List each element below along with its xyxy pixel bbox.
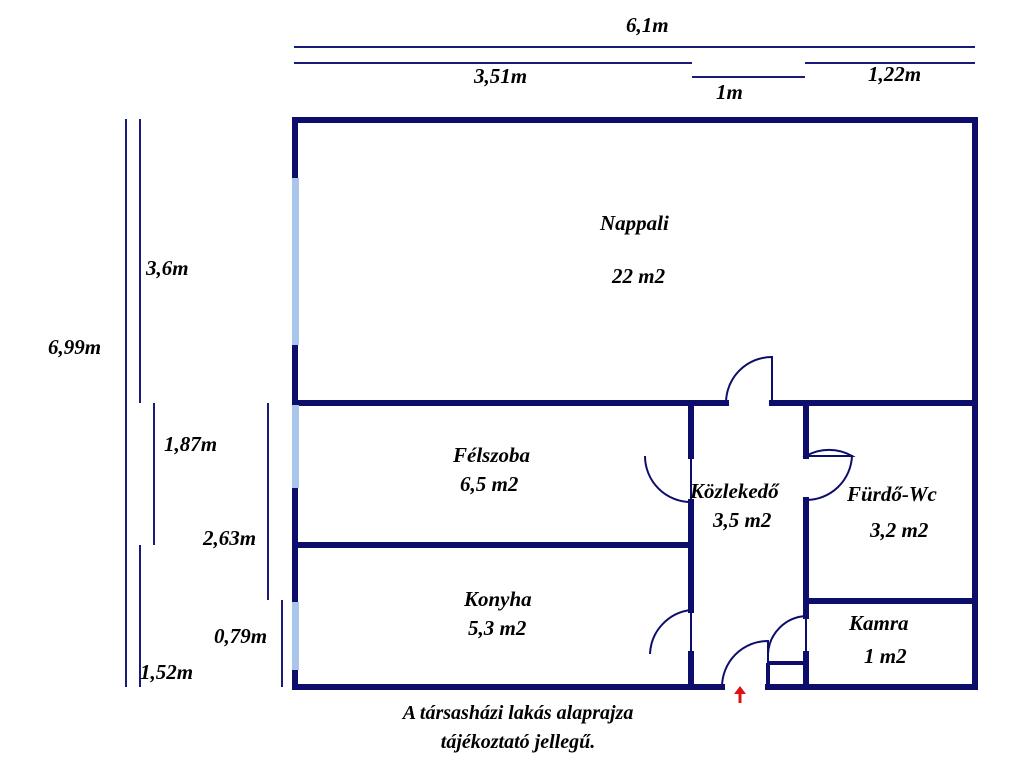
dim-label-left-total: 6,99m <box>48 335 102 359</box>
door-entrance <box>721 639 769 688</box>
kamra-partition <box>766 661 806 687</box>
dim-label-top-left: 3,51m <box>474 64 528 88</box>
dim-label-left-window: 0,79m <box>214 624 268 648</box>
dim-label-left-konyha: 1,52m <box>140 660 194 684</box>
dim-label-top-total: 6,1m <box>626 13 669 37</box>
door-kamra <box>767 614 807 655</box>
room-kozlekedo-area: 3,5 m2 <box>713 508 772 532</box>
dim-label-top-middle: 1m <box>716 80 743 104</box>
top-dimension-lines <box>294 46 975 78</box>
caption-line-1: A társasházi lakás alaprajza <box>402 702 634 724</box>
dim-label-top-right: 1,22m <box>868 62 922 86</box>
walls <box>292 117 978 690</box>
left-dimension-lines <box>125 119 283 687</box>
dim-label-left-felszoba: 1,87m <box>164 432 218 456</box>
room-konyha-area: 5,3 m2 <box>468 616 527 640</box>
room-furdo-area: 3,2 m2 <box>870 518 929 542</box>
room-felszoba-name: Félszoba <box>453 443 531 467</box>
room-nappali-area: 22 m2 <box>612 264 666 288</box>
room-kamra-name: Kamra <box>849 611 909 635</box>
room-kamra-area: 1 m2 <box>864 644 907 668</box>
room-konyha-name: Konyha <box>464 587 532 611</box>
dim-label-left-lower: 2,63m <box>203 526 257 550</box>
room-nappali-name: Nappali <box>600 211 669 235</box>
door-swings <box>644 355 856 688</box>
windows <box>292 178 299 670</box>
window-felszoba <box>292 405 299 488</box>
entrance-arrow-icon <box>734 686 746 703</box>
door-furdo-leaf <box>805 455 854 502</box>
door-nappali <box>725 355 773 404</box>
door-konyha <box>649 608 692 655</box>
dim-label-left-nappali: 3,6m <box>146 256 189 280</box>
room-felszoba-area: 6,5 m2 <box>460 472 519 496</box>
room-furdo-name: Fürdő-Wc <box>847 482 937 506</box>
room-kozlekedo-name: Közlekedő <box>690 479 779 503</box>
caption-line-2: tájékoztató jellegű. <box>440 731 596 753</box>
window-konyha <box>292 602 299 670</box>
window-nappali <box>292 178 299 345</box>
door-felszoba <box>644 455 692 504</box>
